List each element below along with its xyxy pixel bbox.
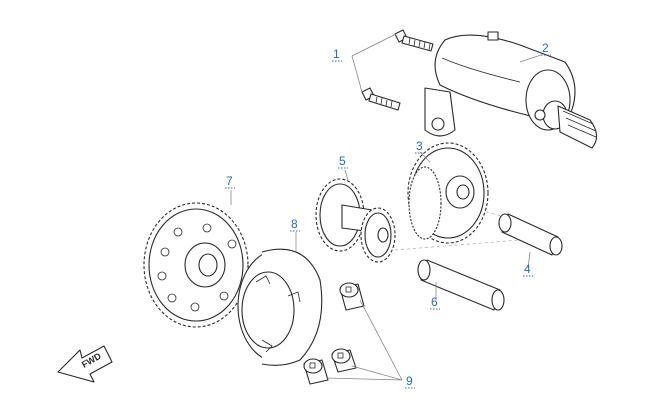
callout-7-number: 7 [226,174,233,188]
callout-4[interactable]: 4 [523,262,533,277]
part-9-screw-b[interactable] [331,348,357,373]
part-7-clutch-gear[interactable] [143,202,249,328]
part-4-shaft[interactable] [498,213,563,256]
callout-1[interactable]: 1 [332,47,342,62]
callout-3[interactable]: 3 [415,139,425,154]
callout-1-number: 1 [333,47,340,61]
callout-7[interactable]: 7 [225,174,235,189]
part-6-shaft[interactable] [417,259,505,311]
part-1-bolt-lower[interactable] [361,87,401,111]
callout-6-number: 6 [431,295,438,309]
part-2-starter-motor[interactable] [424,31,598,149]
part-1-bolt-upper[interactable] [394,29,434,52]
part-8-clutch-housing[interactable] [237,248,323,366]
callout-2-number: 2 [542,41,549,55]
callout-5[interactable]: 5 [338,154,348,169]
callout-9[interactable]: 9 [405,374,415,389]
callout-3-number: 3 [416,139,423,153]
part-9-screw-a[interactable] [339,282,365,311]
fwd-direction-arrow: FWD [57,345,113,383]
part-3-reduction-gear[interactable] [407,142,489,244]
part-9-screw-c[interactable] [303,358,329,385]
callout-4-number: 4 [524,262,531,276]
callout-8[interactable]: 8 [290,217,300,232]
alignment-axis [394,239,521,251]
callout-5-number: 5 [339,154,346,168]
callout-2[interactable]: 2 [541,41,551,56]
callout-8-number: 8 [291,217,298,231]
callout-6[interactable]: 6 [430,295,440,310]
callout-9-number: 9 [406,374,413,388]
leader-lines [230,33,542,381]
part-5-idler-gear[interactable] [315,178,396,263]
